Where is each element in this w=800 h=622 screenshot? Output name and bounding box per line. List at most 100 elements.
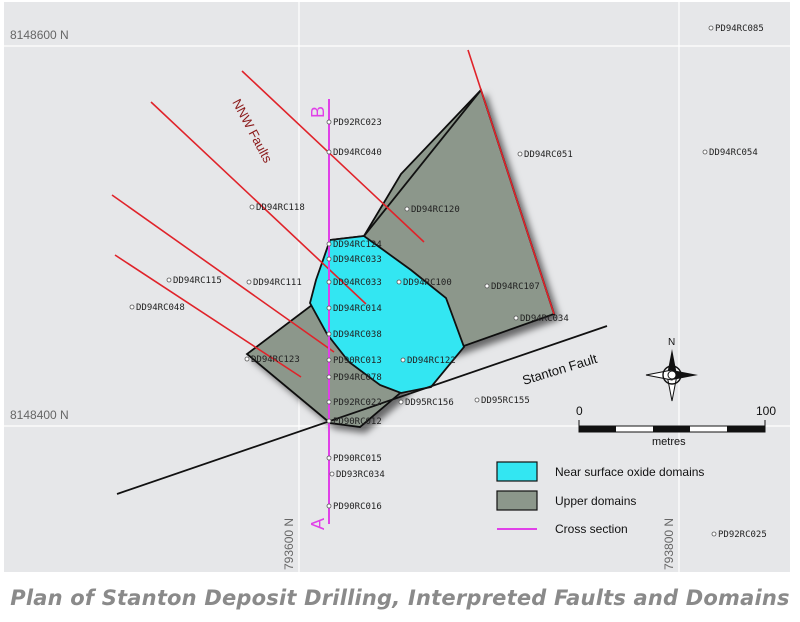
oxide-domain <box>309 235 466 394</box>
scale-bar-min-label: 0 <box>576 404 583 418</box>
drillhole: DD94RC048 <box>129 303 185 313</box>
drillhole-collar <box>326 149 332 155</box>
north-arrow-center <box>667 370 677 380</box>
drillhole-collar <box>246 279 252 285</box>
drillhole-collar <box>517 151 523 157</box>
scale-bar-segment-3 <box>653 426 690 432</box>
drillhole: DD95RC156 <box>398 398 454 408</box>
drillhole-collar <box>326 279 332 285</box>
drillhole-collar <box>326 399 332 405</box>
drillhole-label: DD94RC122 <box>407 356 456 366</box>
drillhole: DD94RC014 <box>326 304 382 314</box>
drillhole: PD90RC016 <box>326 502 382 512</box>
drillhole: PD94RC078 <box>326 373 382 383</box>
drillhole-label: DD94RC034 <box>520 314 569 324</box>
drillhole-label: PD92RC022 <box>333 398 382 408</box>
drillhole-label: DD94RC124 <box>333 240 382 250</box>
drillhole-collar <box>244 356 250 362</box>
drillhole-label: PD90RC015 <box>333 454 382 464</box>
section-label-a: A <box>308 518 328 530</box>
drillhole-label: DD94RC111 <box>253 278 302 288</box>
north-arrow-label: N <box>668 337 675 348</box>
drillhole-label: DD95RC155 <box>481 396 530 406</box>
drillhole-collar <box>513 315 519 321</box>
drillhole: PD90RC015 <box>326 454 382 464</box>
drillhole-label: DD94RC038 <box>333 330 382 340</box>
drillhole: DD94RC122 <box>400 356 456 366</box>
drillhole-label: DD94RC051 <box>524 150 573 160</box>
drillhole-collar <box>326 119 332 125</box>
legend-label-section: Cross section <box>555 522 628 536</box>
drillhole-label: PD92RC023 <box>333 118 382 128</box>
drillhole-label: PD92RC025 <box>718 530 767 540</box>
north-arrow-north <box>667 349 677 375</box>
drillhole: PD94RC085 <box>708 24 764 34</box>
drillhole-collar <box>396 279 402 285</box>
drillhole-label: DD94RC120 <box>411 205 460 215</box>
drillhole-collar <box>326 455 332 461</box>
drillhole: DD95RC155 <box>474 396 530 406</box>
drillhole-label: DD94RC054 <box>709 148 758 158</box>
drillhole: DD94RC038 <box>326 330 382 340</box>
drillhole-collar <box>708 25 714 31</box>
drillhole-label: DD94RC048 <box>136 303 185 313</box>
drillhole-collar <box>702 149 708 155</box>
drillhole-label: DD94RC100 <box>403 278 452 288</box>
drillhole-label: DD95RC156 <box>405 398 454 408</box>
scale-bar-segment-5 <box>727 426 765 432</box>
drillhole-label: DD94RC107 <box>491 282 540 292</box>
drillhole-collar <box>326 374 332 380</box>
scale-bar-unit: metres <box>652 436 686 448</box>
drillhole-collar <box>129 304 135 310</box>
legend: Near surface oxide domains Upper domains… <box>496 461 704 536</box>
drillhole-label: PD90RC012 <box>333 417 382 427</box>
drillhole-label: DD94RC033 <box>333 255 382 265</box>
north-arrow-ring <box>662 365 682 385</box>
drillhole-collar <box>398 399 404 405</box>
drillhole: DD94RC100 <box>396 278 452 288</box>
drillhole-label: PD90RC013 <box>333 356 382 366</box>
legend-label-upper: Upper domains <box>555 494 636 508</box>
easting-label-right: 793800 N <box>662 518 676 570</box>
legend-label-oxide: Near surface oxide domains <box>555 465 704 479</box>
drillhole: DD94RC123 <box>244 355 300 365</box>
drillhole-label: PD90RC016 <box>333 502 382 512</box>
drillhole-label: DD94RC115 <box>173 276 222 286</box>
drillhole: PD92RC022 <box>326 398 382 408</box>
drillhole-collar <box>711 531 717 537</box>
drillhole: DD94RC120 <box>404 205 460 215</box>
drillhole: DD94RC051 <box>517 150 573 160</box>
easting-label-left: 793600 N <box>282 518 296 570</box>
drillhole-collar <box>326 305 332 311</box>
drillhole-collar <box>326 256 332 262</box>
drillhole: DD94RC040 <box>326 148 382 158</box>
drillhole: PD92RC023 <box>326 118 382 128</box>
drillhole-collar <box>249 204 255 210</box>
drillhole-collar <box>404 206 410 212</box>
grid-lines <box>4 2 790 572</box>
fault-line-2 <box>241 70 425 243</box>
fault-line-3 <box>150 101 367 305</box>
north-arrow: N <box>645 337 698 402</box>
drillhole-collar <box>326 418 332 424</box>
scale-bar-max-label: 100 <box>756 404 776 418</box>
drillhole: PD90RC013 <box>326 356 382 366</box>
northing-label-upper: 8148600 N <box>10 28 69 42</box>
drillhole-label: PD94RC078 <box>333 373 382 383</box>
scale-bar-segment-1 <box>579 426 616 432</box>
drillhole-collar <box>326 331 332 337</box>
drillhole: DD94RC033 <box>326 255 382 265</box>
drillhole: PD90RC012 <box>326 417 382 427</box>
drillhole-label: PD94RC085 <box>715 24 764 34</box>
legend-swatch-oxide <box>496 461 538 482</box>
northing-label-lower: 8148400 N <box>10 408 69 422</box>
drillhole-collar <box>329 471 335 477</box>
drillhole: DD94RC054 <box>702 148 758 158</box>
boundary-ne-edge <box>363 89 482 237</box>
drillhole: DD94RC111 <box>246 278 302 288</box>
grid-labels: 8148600 N 8148400 N 793600 N 793800 N <box>10 28 676 570</box>
drillhole-collar <box>400 357 406 363</box>
fault-line-4 <box>111 194 335 353</box>
drillhole-label: DD94RC014 <box>333 304 382 314</box>
